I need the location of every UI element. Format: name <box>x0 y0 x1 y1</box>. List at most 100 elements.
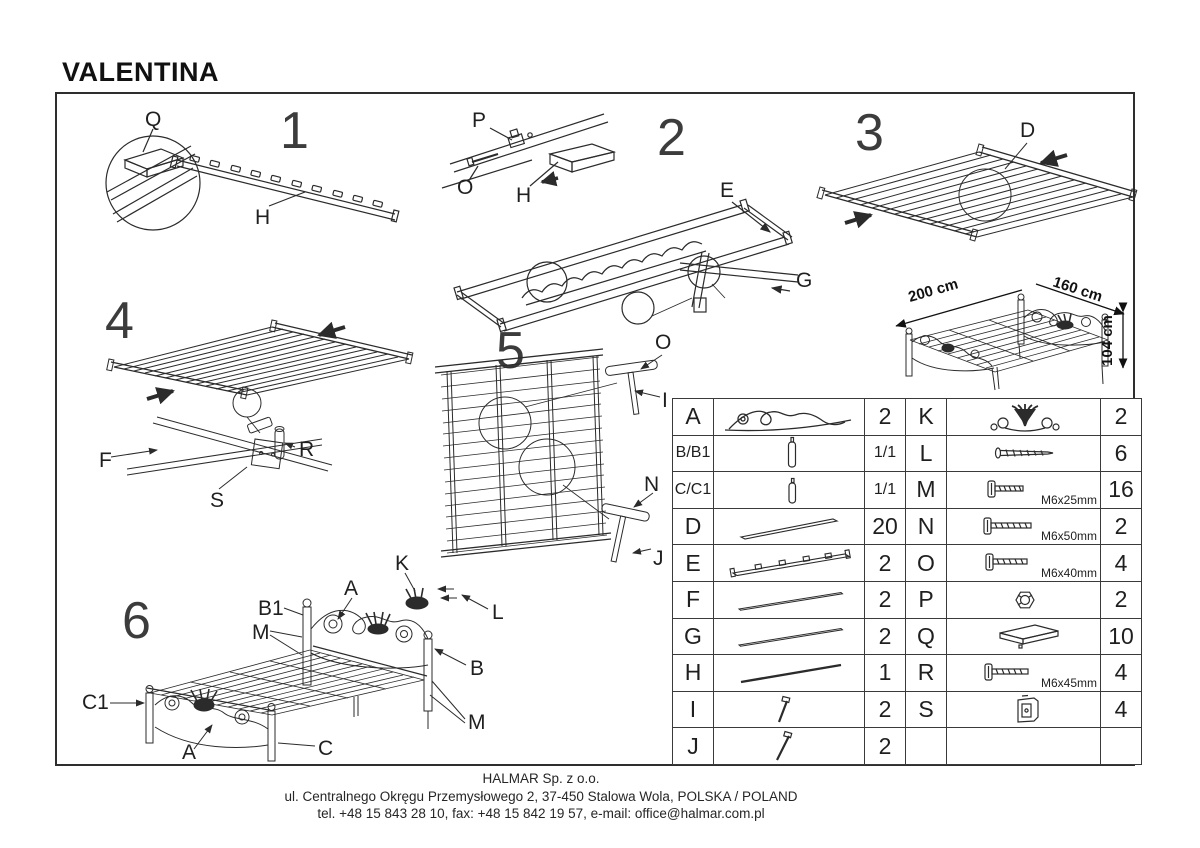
part-image-cell <box>713 434 865 473</box>
part-letter: R <box>905 654 947 692</box>
part-qty: 1/1 <box>864 434 906 473</box>
part-image-cell <box>713 398 865 436</box>
dim-length: 200 cm <box>906 275 960 305</box>
part-image-cell <box>713 544 865 582</box>
slat-rail-icon <box>729 549 851 578</box>
footer: HALMAR Sp. z o.o. ul. Centralnego Okręgu… <box>0 770 1082 823</box>
part-image-cell: M6x50mm <box>946 507 1101 546</box>
label-r: R <box>299 438 314 461</box>
label-c1: C1 <box>82 691 109 714</box>
bolt-angled-icon <box>777 695 791 722</box>
rod-icon <box>737 628 844 648</box>
part-qty: 2 <box>1100 580 1142 619</box>
flange-bolt-icon <box>987 480 1024 498</box>
flange-bolt-icon <box>984 663 1029 681</box>
footer-company: HALMAR Sp. z o.o. <box>482 771 600 786</box>
part-qty: 2 <box>864 544 906 582</box>
part-letter: K <box>905 398 947 436</box>
part-note: M6x45mm <box>1040 675 1097 690</box>
part-qty: 6 <box>1100 434 1142 473</box>
step-5-diagram: O I N J <box>434 331 671 570</box>
part-qty: 4 <box>1100 654 1142 692</box>
flange-bolt-icon <box>985 553 1028 571</box>
label-d: D <box>1020 119 1035 142</box>
part-letter: E <box>672 544 714 582</box>
part-letter: A <box>672 398 714 436</box>
post-long-icon <box>787 437 797 468</box>
label-b: B <box>470 657 484 680</box>
label-h2: H <box>516 184 531 207</box>
label-a-bottom: A <box>182 741 196 764</box>
table-row: H 1 R M6x45mm 4 <box>672 654 1142 692</box>
part-letter: M <box>905 471 947 509</box>
footer-address: ul. Centralnego Okręgu Przemysłowego 2, … <box>284 788 798 804</box>
label-i: I <box>662 389 668 412</box>
table-row: E 2 O M6x40mm 4 <box>672 544 1142 582</box>
table-row: J 2 <box>672 727 1142 765</box>
label-o2: O <box>655 331 671 354</box>
part-qty: 1/1 <box>864 471 906 509</box>
part-letter: I <box>672 690 714 729</box>
part-letter: J <box>672 727 714 765</box>
rod-dark-icon <box>740 663 842 684</box>
step-6-number: 6 <box>122 592 151 650</box>
step-1-number: 1 <box>280 102 309 160</box>
part-image-cell <box>713 727 865 765</box>
label-b1: B1 <box>258 597 284 620</box>
hex-nut-icon <box>1015 591 1035 609</box>
screw-icon <box>994 447 1054 459</box>
diagram-frame: 1 2 3 4 5 6 Q H <box>55 92 1138 766</box>
label-e: E <box>720 179 734 202</box>
part-image-cell <box>713 471 865 509</box>
part-letter: G <box>672 617 714 656</box>
part-qty: 2 <box>1100 398 1142 436</box>
table-row: B/B1 1/1 L 6 <box>672 434 1142 473</box>
label-m-left: M <box>252 621 270 644</box>
table-row: I 2 S 4 <box>672 690 1142 729</box>
part-image-cell <box>946 727 1101 765</box>
parts-table: A 2 K 2 B/B1 1/1 L 6 C/C1 1/1 M <box>672 398 1142 765</box>
table-row: D 20 N M6x50mm 2 <box>672 507 1142 546</box>
step-2-number: 2 <box>657 109 686 167</box>
label-n: N <box>644 473 659 496</box>
part-letter: Q <box>905 617 947 656</box>
step-1-diagram: Q H <box>105 108 400 231</box>
part-letter <box>905 727 947 765</box>
part-note: M6x25mm <box>1040 492 1097 507</box>
part-letter: O <box>905 544 947 582</box>
label-a-top: A <box>344 577 358 600</box>
part-letter: B/B1 <box>672 434 714 473</box>
label-s: S <box>210 489 224 512</box>
part-qty: 2 <box>864 690 906 729</box>
step-3-number: 3 <box>855 104 884 162</box>
page-title: VALENTINA <box>62 57 219 87</box>
part-qty <box>1100 727 1142 765</box>
step-2-diagram: P O H E G <box>441 109 812 333</box>
label-o: O <box>457 176 473 199</box>
part-image-cell <box>713 580 865 619</box>
part-qty: 2 <box>864 580 906 619</box>
post-short-icon <box>788 477 797 504</box>
part-letter: S <box>905 690 947 729</box>
part-image-cell: M6x25mm <box>946 471 1101 509</box>
step-4-diagram: F R S <box>99 319 414 512</box>
part-letter: D <box>672 507 714 546</box>
label-k: K <box>395 552 409 575</box>
part-image-cell <box>946 690 1101 729</box>
part-qty: 2 <box>1100 507 1142 546</box>
part-letter: C/C1 <box>672 471 714 509</box>
part-image-cell: M6x45mm <box>946 654 1101 692</box>
part-image-cell <box>713 654 865 692</box>
part-letter: L <box>905 434 947 473</box>
label-g: G <box>796 269 812 292</box>
part-qty: 2 <box>864 727 906 765</box>
part-note: M6x50mm <box>1040 529 1097 544</box>
bed-dimensions-diagram: 200 cm 160 cm 104 cm <box>895 274 1128 391</box>
part-qty: 2 <box>864 617 906 656</box>
headboard-scroll-icon <box>724 410 852 432</box>
part-qty: 16 <box>1100 471 1142 509</box>
table-row: F 2 P 2 <box>672 580 1142 619</box>
part-image-cell <box>946 580 1101 619</box>
part-image-cell <box>713 617 865 656</box>
footer-contact: tel. +48 15 843 28 10, fax: +48 15 842 1… <box>317 806 765 821</box>
